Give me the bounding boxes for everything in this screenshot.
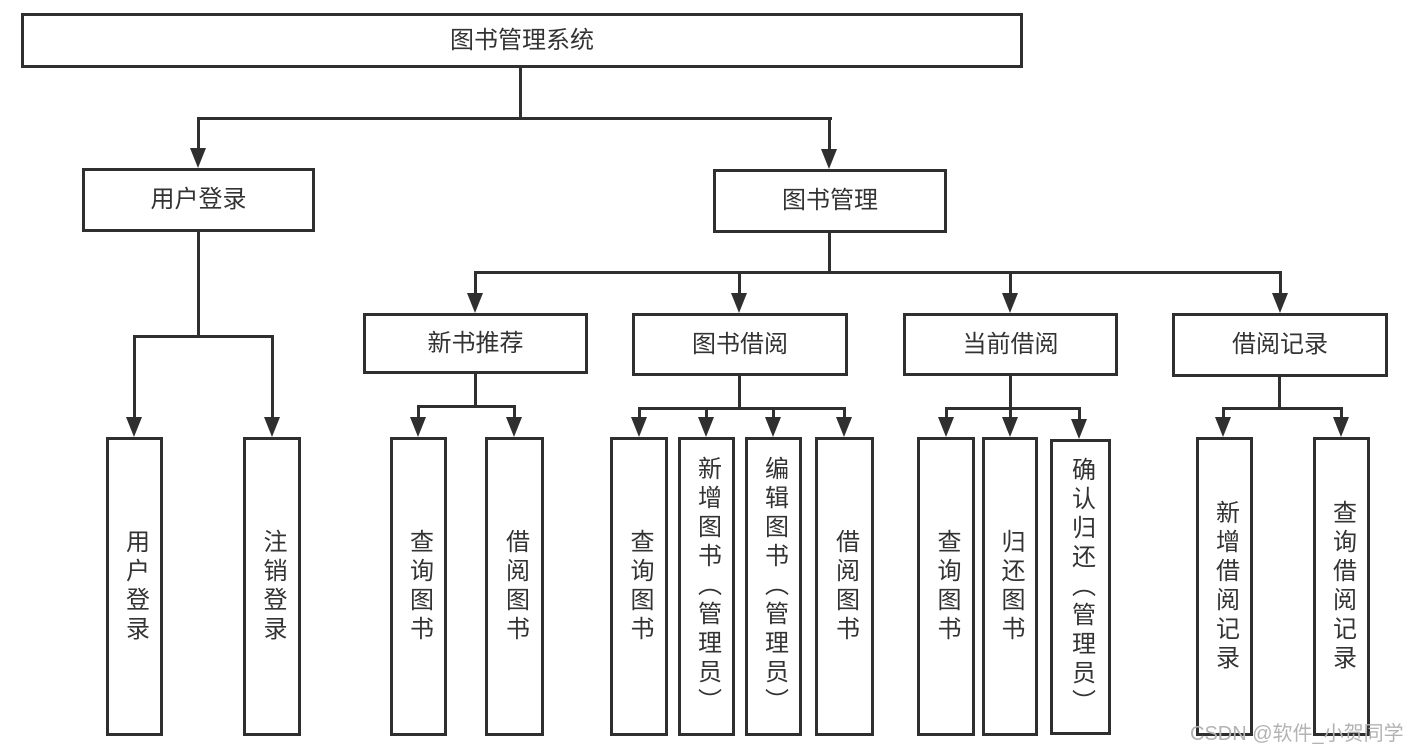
connector-line <box>945 407 1081 410</box>
node-borrow-books: 借阅图书 <box>815 437 874 736</box>
connector-line <box>417 405 420 417</box>
node-confirm-return-admin: 确认归还（管理员） <box>1050 439 1111 735</box>
node-label: 新书推荐 <box>427 329 524 357</box>
connector-line <box>197 117 200 148</box>
node-book-borrowing: 图书借阅 <box>632 313 848 376</box>
arrow-down-icon <box>467 293 483 313</box>
arrow-down-icon <box>410 417 426 437</box>
node-user-login: 用户登录 <box>82 168 315 232</box>
arrow-down-icon <box>1333 417 1349 437</box>
node-library-management-system: 图书管理系统 <box>21 13 1023 68</box>
node-label: 借阅图书 <box>831 528 859 645</box>
arrow-down-icon <box>1002 293 1018 313</box>
connector-line <box>828 233 831 271</box>
connector-line <box>1340 407 1343 417</box>
node-logout: 注销登录 <box>243 437 301 736</box>
node-label: 当前借阅 <box>962 330 1059 358</box>
connector-line <box>474 271 477 293</box>
connector-line <box>1279 271 1282 293</box>
node-label: 新增借阅记录 <box>1211 499 1239 674</box>
connector-line <box>1222 407 1342 410</box>
node-edit-books-admin: 编辑图书（管理员） <box>745 437 802 736</box>
connector-line <box>513 405 516 417</box>
arrow-down-icon <box>1002 417 1018 437</box>
arrow-down-icon <box>1215 417 1231 437</box>
connector-line <box>772 407 775 417</box>
node-query-books-current: 查询图书 <box>917 437 975 736</box>
node-label: 借阅记录 <box>1232 331 1328 358</box>
node-label: 新增图书（管理员） <box>693 456 721 717</box>
node-book-management: 图书管理 <box>713 169 947 233</box>
connector-line <box>1009 376 1012 407</box>
node-return-books: 归还图书 <box>982 437 1038 736</box>
node-current-borrowing: 当前借阅 <box>903 313 1118 376</box>
watermark: CSDN @软件_小贺同学 <box>1190 723 1404 745</box>
connector-line <box>945 407 948 417</box>
connector-line <box>197 117 832 120</box>
node-label: 查询图书 <box>626 528 653 645</box>
connector-line <box>1222 407 1225 417</box>
connector-line <box>1278 377 1281 407</box>
node-label: 归还图书 <box>997 528 1024 645</box>
node-label: 查询借阅记录 <box>1328 499 1356 674</box>
connector-line <box>133 335 274 338</box>
node-label: 借阅图书 <box>501 528 529 645</box>
arrow-down-icon <box>821 149 837 169</box>
node-user-login-action: 用户登录 <box>106 437 163 736</box>
arrow-down-icon <box>731 293 747 313</box>
arrow-down-icon <box>190 148 206 168</box>
node-label: 查询图书 <box>405 528 433 645</box>
arrow-down-icon <box>631 417 647 437</box>
node-borrowing-records: 借阅记录 <box>1172 313 1388 377</box>
node-query-books-borrowing: 查询图书 <box>610 437 668 736</box>
connector-line <box>638 407 845 410</box>
connector-line <box>271 335 274 417</box>
connector-line <box>843 407 846 417</box>
node-label: 查询图书 <box>933 528 960 645</box>
connector-line <box>738 271 741 293</box>
node-query-books-recommend: 查询图书 <box>390 437 447 736</box>
node-label: 图书管理 <box>782 187 878 214</box>
node-new-book-recommendation: 新书推荐 <box>363 313 588 374</box>
node-label: 用户登录 <box>121 528 149 645</box>
arrow-down-icon <box>126 417 142 437</box>
node-label: 注销登录 <box>259 528 286 645</box>
node-query-borrow-record: 查询借阅记录 <box>1313 437 1370 736</box>
node-add-borrow-record: 新增借阅记录 <box>1196 437 1253 736</box>
node-label: 确认归还（管理员） <box>1067 456 1095 718</box>
node-add-books-admin: 新增图书（管理员） <box>678 437 735 736</box>
arrow-down-icon <box>1071 419 1087 439</box>
connector-line <box>519 68 522 118</box>
connector-line <box>1009 271 1012 293</box>
connector-line <box>474 374 477 405</box>
connector-line <box>417 405 515 408</box>
connector-line <box>705 407 708 417</box>
connector-line <box>738 376 741 407</box>
arrow-down-icon <box>765 417 781 437</box>
connector-line <box>1009 407 1012 417</box>
node-label: 编辑图书（管理员） <box>760 456 788 717</box>
node-borrow-books-recommend: 借阅图书 <box>485 437 544 736</box>
node-label: 图书管理系统 <box>450 26 594 54</box>
node-label: 图书借阅 <box>692 330 788 358</box>
connector-line <box>828 117 831 149</box>
arrow-down-icon <box>506 417 522 437</box>
arrow-down-icon <box>938 417 954 437</box>
connector-line <box>197 232 200 335</box>
connector-line <box>638 407 641 417</box>
node-label: 用户登录 <box>150 186 247 213</box>
connector-line <box>133 335 136 417</box>
arrow-down-icon <box>264 417 280 437</box>
connector-line <box>474 271 1282 274</box>
arrow-down-icon <box>836 417 852 437</box>
arrow-down-icon <box>698 417 714 437</box>
connector-line <box>1078 407 1081 419</box>
arrow-down-icon <box>1272 293 1288 313</box>
